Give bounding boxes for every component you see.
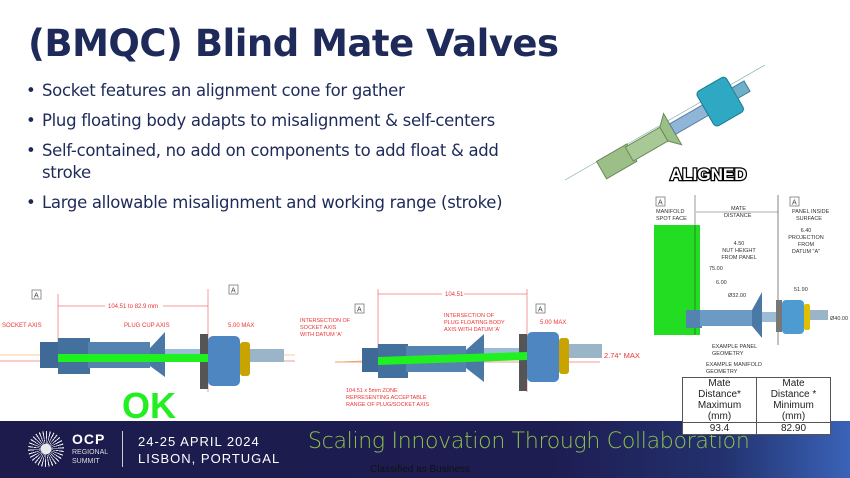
divider — [122, 431, 123, 467]
aligned-label: ALIGNED — [670, 165, 747, 184]
table-cell: 82.90 — [756, 422, 831, 435]
aligned-valve-image: ALIGNED — [564, 64, 766, 185]
ocp-logo-icon — [28, 431, 64, 467]
ok-label: OK — [122, 385, 176, 422]
bullet-item: Large allowable misalignment and working… — [26, 192, 516, 214]
svg-text:6.00: 6.00 — [716, 280, 727, 286]
dimension-label: 104.51 to 82.9 mm — [108, 304, 158, 310]
slide-title: (BMQC) Blind Mate Valves — [28, 22, 559, 65]
org-name: OCP — [72, 431, 106, 447]
socket-axis-label: SOCKET AXIS — [2, 323, 42, 329]
tagline: Scaling Innovation Through Collaboration — [308, 429, 750, 454]
bullet-item: Self-contained, no add on components to … — [26, 140, 516, 184]
svg-text:A: A — [357, 307, 362, 314]
svg-text:Ø40.00: Ø40.00 — [830, 316, 848, 322]
table-header: Mate Distance*Maximum (mm) — [682, 377, 757, 423]
plug-axis-label: PLUG CUP AXIS — [124, 323, 170, 329]
svg-text:A: A — [538, 307, 543, 314]
svg-text:A: A — [34, 293, 39, 300]
bullet-item: Plug floating body adapts to misalignmen… — [26, 110, 516, 132]
classification-label: Classified as Business — [370, 464, 471, 475]
svg-text:A: A — [792, 200, 797, 207]
svg-text:104.51: 104.51 — [445, 292, 464, 298]
axis-zone — [58, 354, 208, 362]
svg-text:A: A — [658, 200, 663, 207]
svg-text:5.00 MAX: 5.00 MAX — [228, 323, 254, 329]
bullet-item: Socket features an alignment cone for ga… — [26, 80, 516, 102]
diagram-ok: A A 104.51 to 82.9 mm SOCKET AXIS PLUG C… — [0, 284, 295, 422]
svg-text:Ø32.00: Ø32.00 — [728, 293, 746, 299]
table-cell: 93.4 — [682, 422, 757, 435]
svg-text:5.00 MAX: 5.00 MAX — [540, 320, 566, 326]
bullet-list: Socket features an alignment cone for ga… — [26, 80, 516, 222]
table-header: Mate Distance *Minimum (mm) — [756, 377, 831, 423]
svg-text:A: A — [231, 288, 236, 295]
mate-distance-table: Mate Distance*Maximum (mm) Mate Distance… — [682, 377, 831, 435]
angle-label: 2.74° MAX — [604, 351, 640, 360]
svg-text:51.90: 51.90 — [794, 287, 808, 293]
svg-text:75.00: 75.00 — [709, 266, 723, 272]
